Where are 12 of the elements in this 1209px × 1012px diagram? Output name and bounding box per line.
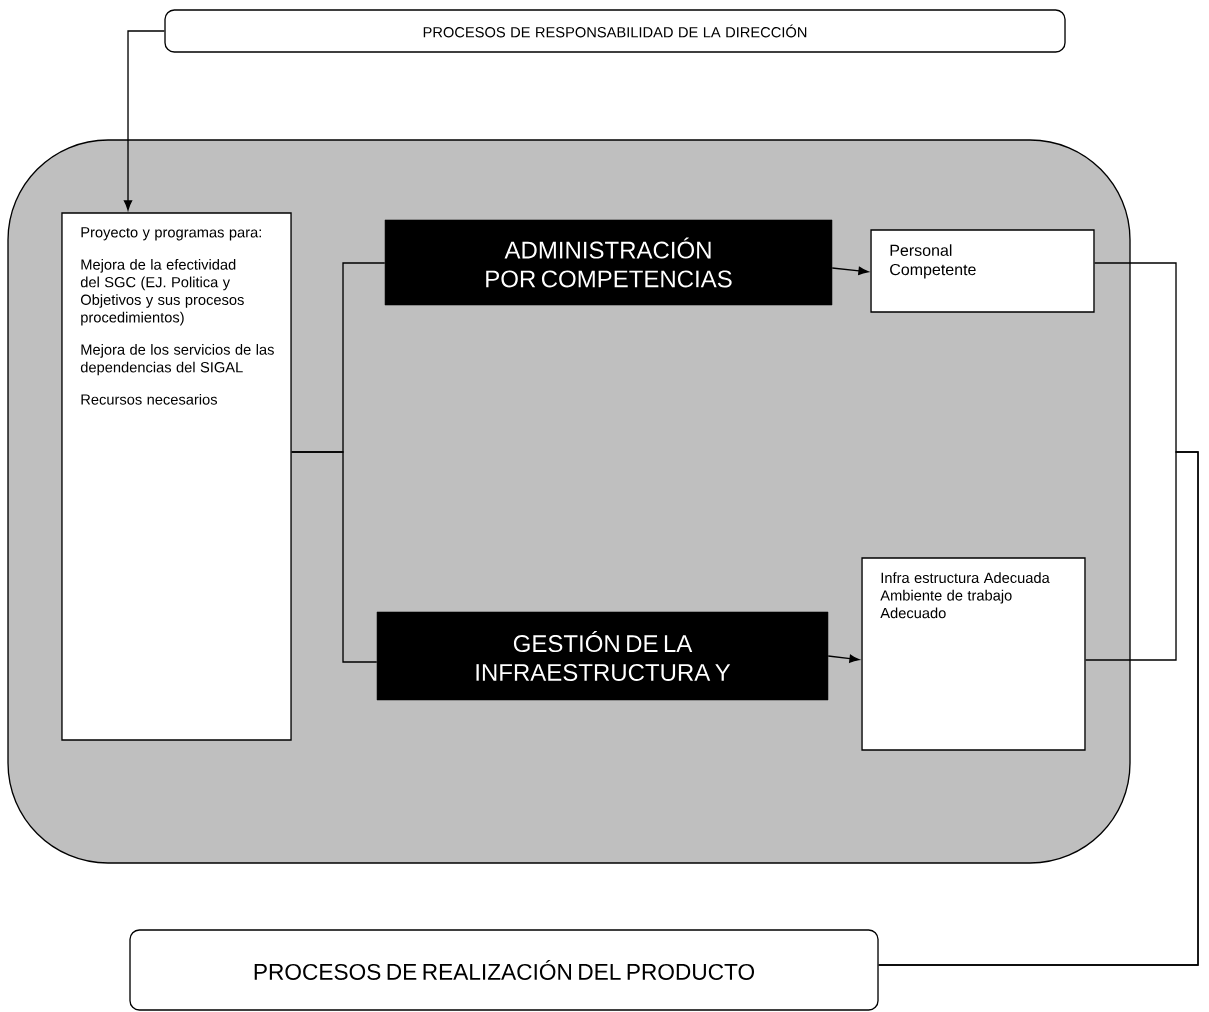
- connector: [123, 30, 165, 211]
- process-banner: PROCESOS DE RESPONSABILIDAD DE LA DIRECCIÓN: [164, 9, 1066, 53]
- connector: [831, 266, 869, 275]
- connector: [827, 654, 860, 663]
- process-banner: PROCESOS DE REALIZACIÓN DEL PRODUCTO: [129, 929, 879, 1011]
- process-box: GESTIÓN DE LA INFRAESTRUCTURA Y: [376, 611, 829, 701]
- result-box: Infra estructura Adecuada Ambiente de trabajo Adecuado: [861, 557, 1086, 751]
- connector: [291, 451, 378, 663]
- process-box: ADMINISTRACIÓN POR COMPETENCIAS: [384, 219, 833, 306]
- text-box: Proyecto y programas para: Mejora de la efectividad del SGC (EJ. Politica y Objetivos y sus procesos procedimientos) Mejora de los servicios de las dependencias del SIGAL Recursos necesarios: [61, 212, 292, 741]
- connector: [878, 451, 1199, 966]
- result-box: Personal Competente: [870, 229, 1095, 313]
